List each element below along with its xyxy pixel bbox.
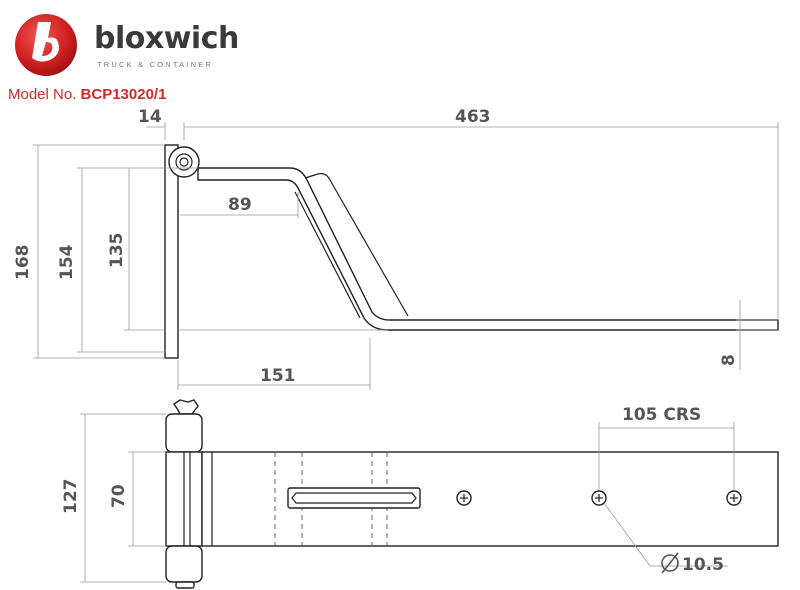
plan-knuckle-bottom [165, 545, 203, 583]
bolt-hole [726, 490, 742, 506]
brand-logo: bloxwich TRUCK & CONTAINER [10, 8, 240, 78]
plan-slot-bevel [291, 492, 417, 504]
model-number: BCP13020/1 [80, 86, 167, 103]
plan-pin-cap-bottom [175, 581, 195, 589]
side-strap-edge-2 [294, 191, 361, 319]
side-knuckle [168, 146, 200, 178]
side-mounting-plate [164, 144, 179, 359]
brand-tagline: TRUCK & CONTAINER [97, 60, 214, 69]
side-strap-edge-1 [304, 173, 409, 317]
side-pin-inner [179, 157, 189, 167]
dim-height-135: 135 [107, 233, 127, 269]
dim-height-154: 154 [57, 244, 77, 280]
plan-pin-cap-top [173, 399, 199, 415]
bolt-hole [591, 490, 607, 506]
dim-hole-diameter: 10.5 [682, 555, 724, 575]
side-pin-outer [175, 153, 193, 171]
dim-overall-length: 463 [455, 107, 491, 127]
dim-hinge-height: 127 [61, 479, 81, 515]
bloxwich-b-logo-icon [15, 14, 77, 76]
dim-pin-offset: 14 [138, 107, 162, 127]
dim-leg-offset: 89 [228, 195, 252, 215]
dim-height-overall: 168 [13, 245, 33, 281]
side-strap [197, 167, 779, 331]
model-number-line: Model No. BCP13020/1 [8, 86, 166, 103]
plan-knuckle-top [165, 413, 203, 453]
bolt-hole [456, 490, 472, 506]
brand-name: bloxwich [94, 21, 239, 56]
dim-hole-centres: 105 CRS [622, 405, 701, 425]
plan-slot [287, 487, 421, 509]
side-view: 14 463 89 168 154 135 8 151 [13, 107, 779, 390]
dim-leaf-width: 70 [109, 484, 129, 508]
model-label: Model No. [8, 86, 77, 103]
plan-view: 105 CRS 10.5 127 70 [61, 399, 779, 589]
leader-line [603, 502, 651, 567]
dim-thickness: 8 [719, 354, 739, 366]
dim-crank-length: 151 [260, 366, 296, 386]
diameter-icon [661, 552, 679, 574]
